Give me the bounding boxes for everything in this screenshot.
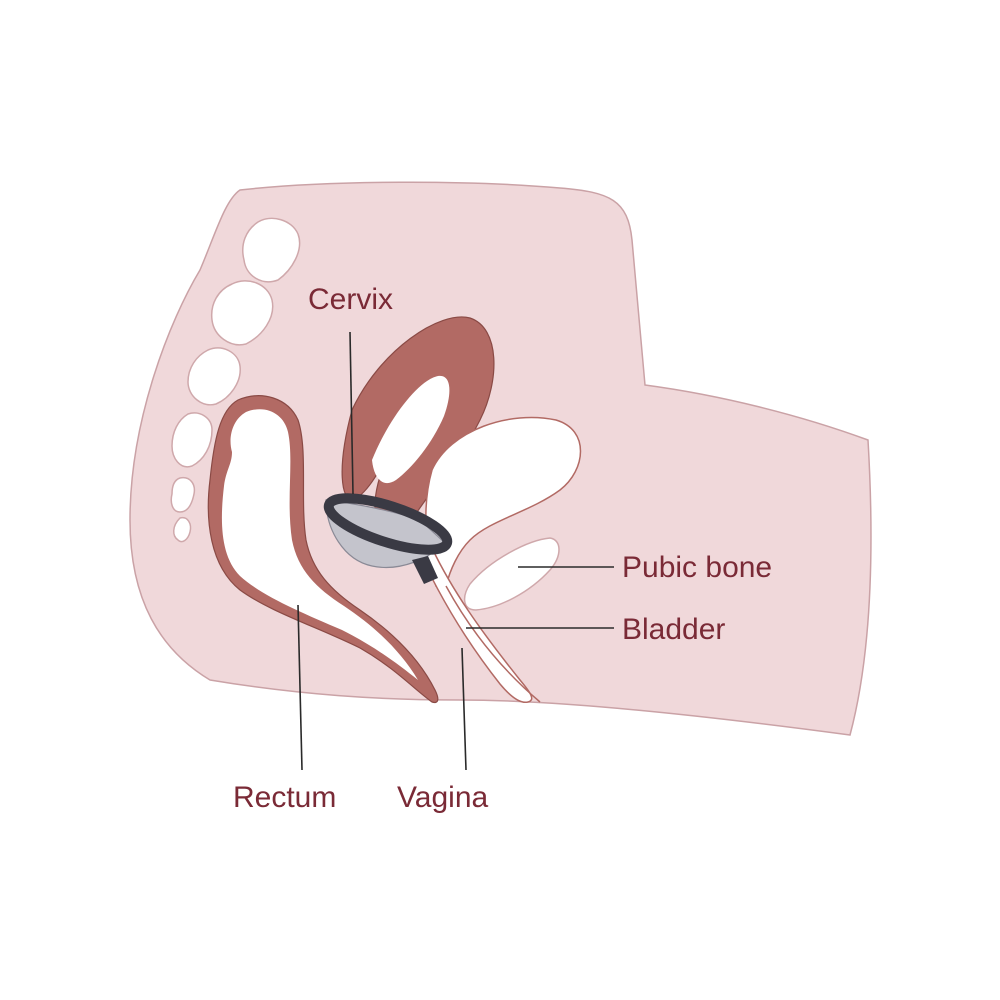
- label-rectum: Rectum: [233, 781, 336, 814]
- disc-tab: [412, 556, 438, 584]
- pubic-bone-shape: [463, 537, 560, 611]
- label-pubic-bone: Pubic bone: [622, 551, 772, 584]
- label-vagina: Vagina: [397, 781, 489, 814]
- urethra: [445, 585, 541, 703]
- spine-vertebrae: [170, 217, 301, 543]
- labels: Cervix Pubic bone Bladder Rectum Vagina: [233, 283, 772, 814]
- vertebra-1: [242, 217, 301, 283]
- vertebra-2: [210, 280, 274, 346]
- rectum-cavity: [221, 409, 418, 680]
- leader-vagina: [461, 647, 467, 771]
- label-cervix: Cervix: [308, 283, 393, 316]
- vertebra-5: [170, 476, 196, 513]
- vertebra-6: [173, 516, 192, 543]
- leader-lines: [297, 331, 614, 771]
- vertebra-4: [171, 412, 213, 468]
- uterus-cavity: [372, 375, 450, 484]
- label-bladder: Bladder: [622, 613, 725, 646]
- menstrual-disc: [323, 493, 453, 584]
- leader-rectum: [297, 604, 303, 771]
- disc-rim: [323, 493, 453, 555]
- vertebra-3: [187, 347, 241, 406]
- leader-cervix: [349, 331, 354, 495]
- vaginal-canal: [412, 538, 533, 704]
